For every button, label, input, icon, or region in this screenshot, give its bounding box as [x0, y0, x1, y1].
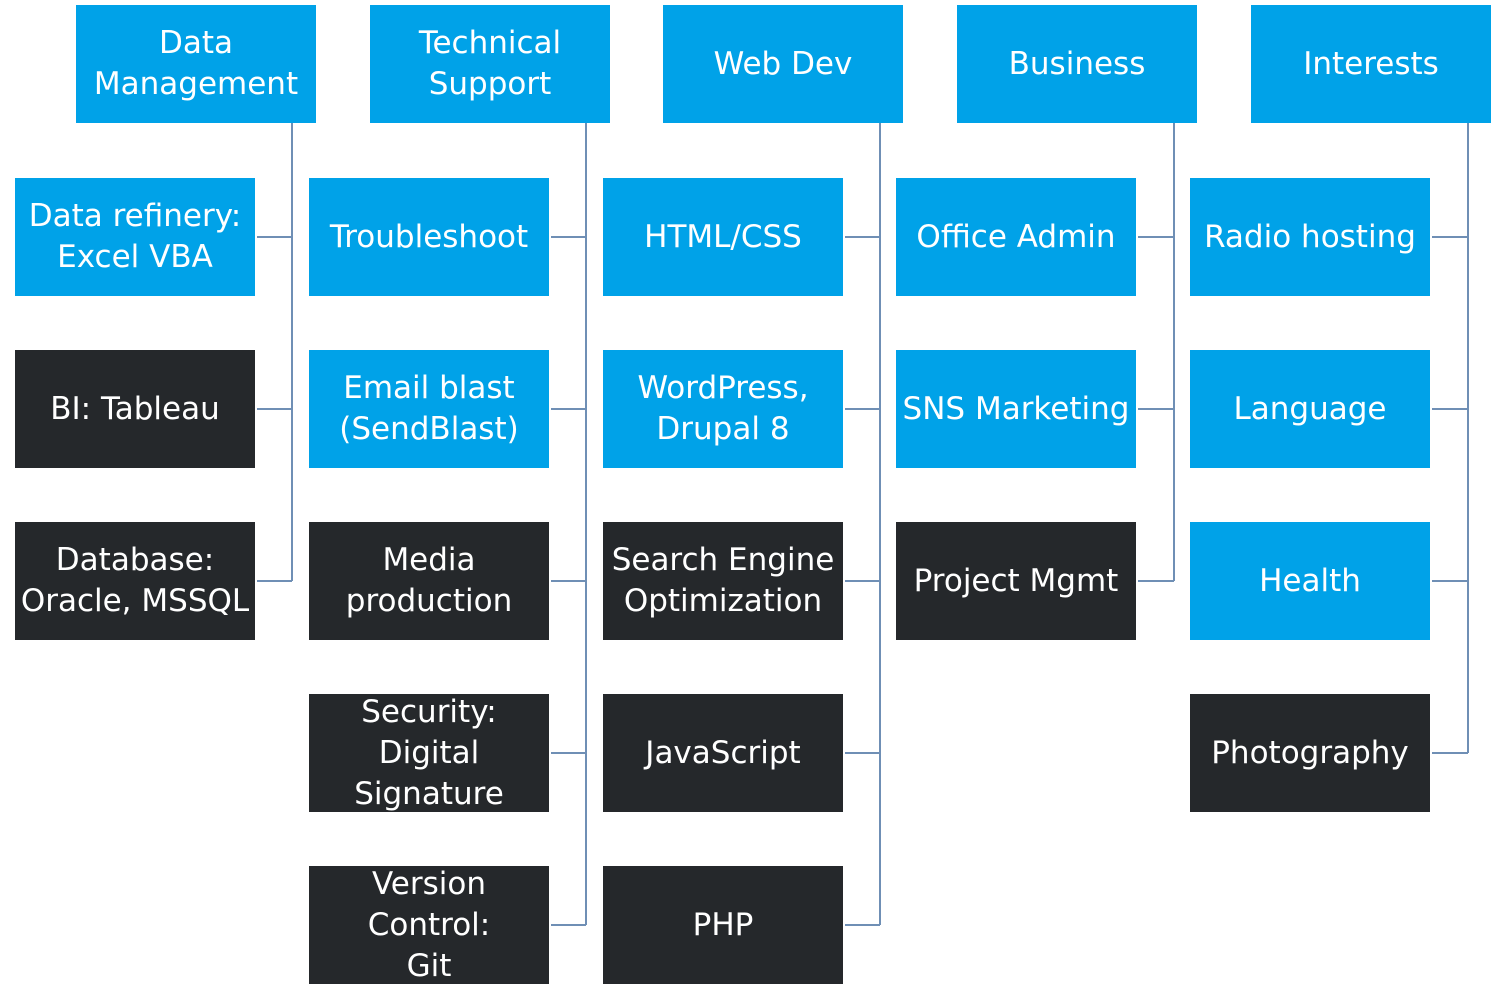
node-email-blast-sendblast: Email blast (SendBlast) — [309, 350, 549, 468]
node-health: Health — [1190, 522, 1430, 640]
node-project-mgmt-label: Project Mgmt — [913, 562, 1119, 599]
node-database-oracle-mssql-label: Database: Oracle, MSSQL — [20, 542, 250, 619]
header-interests-label: Interests — [1303, 45, 1439, 82]
node-radio-hosting: Radio hosting — [1190, 178, 1430, 296]
node-media-production: Media production — [309, 522, 549, 640]
node-php-label: PHP — [692, 906, 754, 943]
node-security-digital-signature-label: Security: Digital Signature — [354, 693, 504, 812]
node-office-admin: Office Admin — [896, 178, 1136, 296]
node-version-control-git: Version Control: Git — [309, 866, 549, 984]
header-business: Business — [957, 5, 1197, 123]
node-office-admin-label: Office Admin — [916, 218, 1116, 255]
node-sns-marketing-label: SNS Marketing — [902, 390, 1130, 427]
node-search-engine-optimization-label: Search Engine Optimization — [611, 542, 835, 619]
header-data-management-label: Data Management — [93, 25, 299, 102]
header-business-label: Business — [1008, 45, 1146, 82]
node-sns-marketing: SNS Marketing — [896, 350, 1136, 468]
node-html-css: HTML/CSS — [603, 178, 843, 296]
node-bi-tableau-label: BI: Tableau — [50, 390, 220, 427]
node-troubleshoot-label: Troubleshoot — [329, 218, 529, 255]
node-email-blast-sendblast-label: Email blast (SendBlast) — [339, 370, 519, 447]
node-javascript-label: JavaScript — [645, 734, 801, 771]
node-health-label: Health — [1259, 562, 1361, 599]
node-data-refinery-excel-vba: Data refinery: Excel VBA — [15, 178, 255, 296]
node-wordpress-drupal-8-label: WordPress, Drupal 8 — [637, 370, 809, 447]
header-interests: Interests — [1251, 5, 1491, 123]
node-search-engine-optimization: Search Engine Optimization — [603, 522, 843, 640]
node-html-css-label: HTML/CSS — [644, 218, 802, 255]
node-javascript: JavaScript — [603, 694, 843, 812]
node-language: Language — [1190, 350, 1430, 468]
header-technical-support-label: Technical Support — [418, 25, 562, 102]
header-data-management: Data Management — [76, 5, 316, 123]
header-technical-support: Technical Support — [370, 5, 610, 123]
node-media-production-label: Media production — [345, 542, 513, 619]
node-database-oracle-mssql: Database: Oracle, MSSQL — [15, 522, 255, 640]
node-photography: Photography — [1190, 694, 1430, 812]
node-troubleshoot: Troubleshoot — [309, 178, 549, 296]
node-security-digital-signature: Security: Digital Signature — [309, 694, 549, 812]
node-project-mgmt: Project Mgmt — [896, 522, 1136, 640]
node-data-refinery-excel-vba-label: Data refinery: Excel VBA — [28, 198, 242, 275]
header-web-dev-label: Web Dev — [713, 45, 853, 82]
node-wordpress-drupal-8: WordPress, Drupal 8 — [603, 350, 843, 468]
node-photography-label: Photography — [1211, 734, 1409, 771]
header-web-dev: Web Dev — [663, 5, 903, 123]
node-php: PHP — [603, 866, 843, 984]
node-language-label: Language — [1233, 390, 1387, 427]
node-version-control-git-label: Version Control: Git — [367, 865, 491, 984]
node-bi-tableau: BI: Tableau — [15, 350, 255, 468]
node-radio-hosting-label: Radio hosting — [1204, 218, 1416, 255]
